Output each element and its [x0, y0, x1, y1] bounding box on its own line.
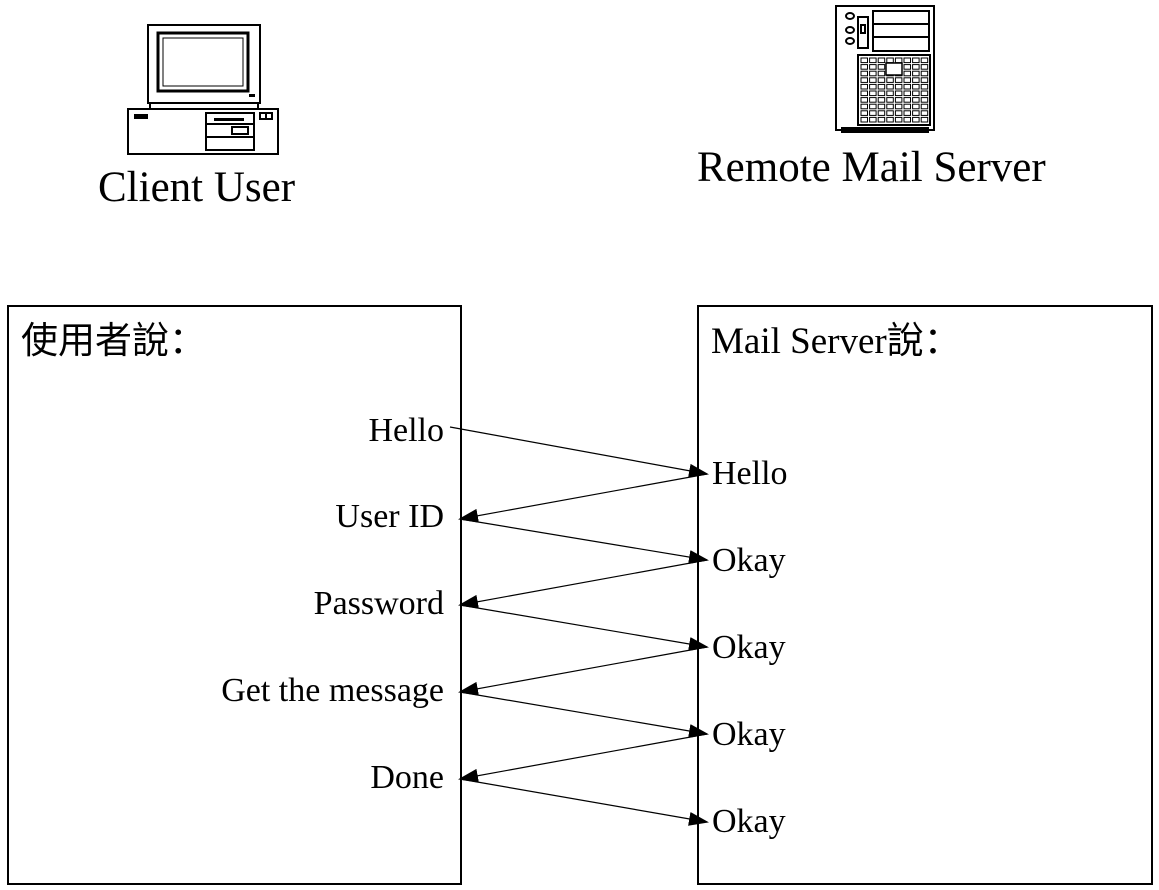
client-message-hello: Hello — [368, 412, 444, 449]
client-message-user-id: User ID — [335, 498, 444, 535]
client-user-caption: Client User — [98, 164, 296, 211]
client-message-get-the-message: Get the message — [221, 672, 444, 709]
server-message-okay-2: Okay — [712, 629, 786, 666]
client-message-password: Password — [313, 585, 444, 622]
client-panel-title: 使用者說： — [21, 321, 206, 362]
server-message-okay-3: Okay — [712, 716, 786, 753]
arrow-okay1-to-client — [458, 559, 708, 609]
server-message-hello: Hello — [712, 455, 788, 492]
arrow-done-to-server — [459, 778, 709, 826]
arrow-getmessage-to-server — [459, 691, 709, 738]
arrow-hello-to-client — [458, 473, 708, 523]
server-panel-title: Mail Server說： — [711, 321, 961, 362]
arrow-userid-to-server — [459, 518, 709, 564]
remote-mail-server-caption: Remote Mail Server — [697, 144, 1046, 191]
arrow-password-to-server — [459, 604, 709, 651]
arrow-okay2-to-client — [458, 646, 708, 696]
arrow-okay3-to-client — [458, 733, 708, 783]
server-panel: Mail Server說： Hello Okay Okay Okay Okay — [697, 305, 1153, 885]
server-message-okay-4: Okay — [712, 803, 786, 840]
arrow-hello-to-server — [449, 426, 709, 478]
server-message-okay-1: Okay — [712, 542, 786, 579]
client-message-done: Done — [370, 759, 444, 796]
